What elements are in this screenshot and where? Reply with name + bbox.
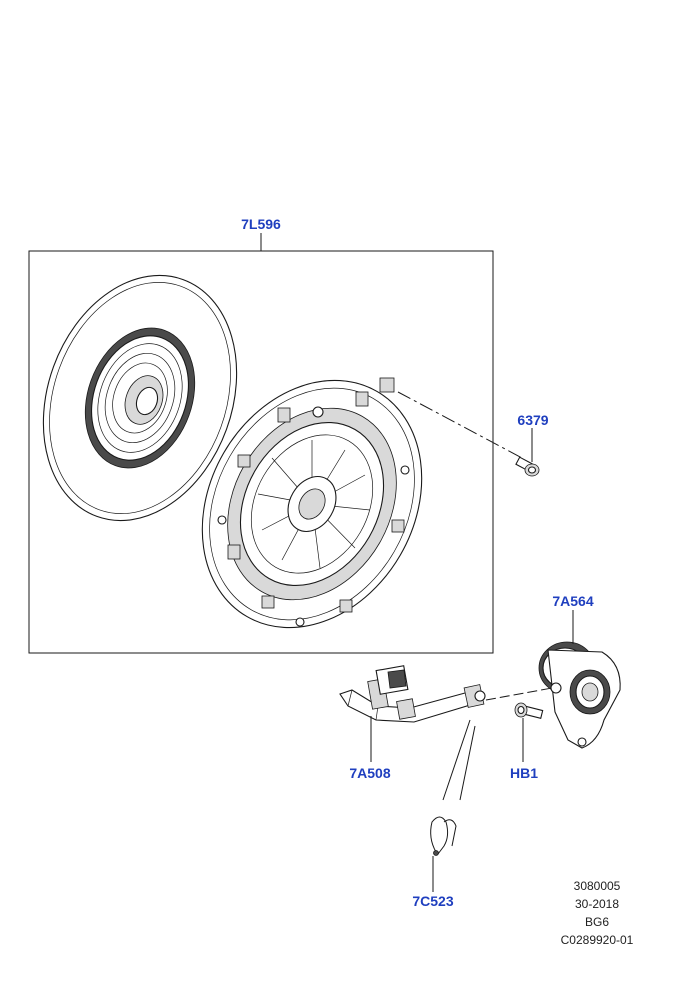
callout-7C523[interactable]: 7C523 bbox=[412, 893, 453, 909]
meta-line-2: 30-2018 bbox=[575, 897, 619, 911]
line-alignment bbox=[485, 687, 553, 701]
callout-7A564[interactable]: 7A564 bbox=[552, 593, 593, 609]
callout-HB1[interactable]: HB1 bbox=[510, 765, 538, 781]
callout-7A508[interactable]: 7A508 bbox=[349, 765, 390, 781]
clip-leader-b bbox=[459, 725, 476, 801]
bolt-alignment-line bbox=[397, 391, 523, 459]
clip-leader-a bbox=[442, 719, 471, 801]
slave-cylinder bbox=[538, 641, 621, 749]
meta-line-1: 3080005 bbox=[574, 879, 621, 893]
hydraulic-line bbox=[339, 665, 486, 723]
retaining-clip bbox=[430, 816, 457, 856]
flange-bolt bbox=[515, 456, 540, 477]
callout-6379[interactable]: 6379 bbox=[517, 412, 548, 428]
callout-7L596[interactable]: 7L596 bbox=[241, 216, 281, 232]
clutch-disc bbox=[42, 274, 238, 522]
meta-line-3: BG6 bbox=[585, 915, 609, 929]
cylinder-bolt bbox=[514, 702, 544, 719]
meta-line-4: C0289920-01 bbox=[561, 933, 634, 947]
pressure-plate bbox=[201, 377, 423, 629]
